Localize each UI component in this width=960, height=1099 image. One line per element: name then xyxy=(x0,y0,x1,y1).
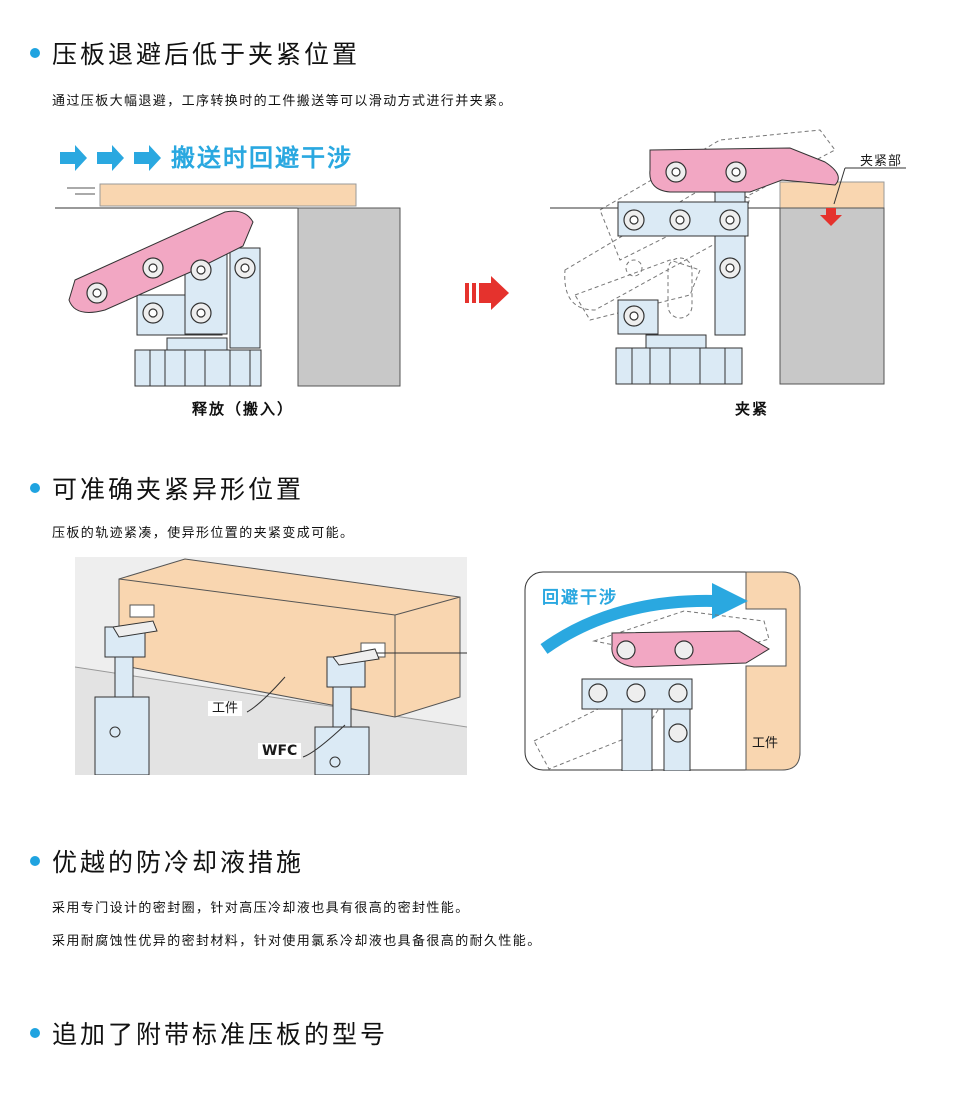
bullet-dot-icon xyxy=(30,1028,40,1038)
irregular-workpiece-drawing xyxy=(75,557,467,775)
clamp-unit-left xyxy=(94,620,158,775)
carry-banner-text: 搬送时回避干涉 xyxy=(171,144,353,172)
detail-callout xyxy=(524,571,801,771)
workpiece-label-text: 工件 xyxy=(208,701,243,716)
section-heading: 优越的防冷却液措施 xyxy=(30,843,304,879)
clamp-diagram xyxy=(550,120,910,390)
heading-text: 优越的防冷却液措施 xyxy=(52,848,305,877)
workpiece-label: 工件 xyxy=(208,697,243,716)
model-label-text: WFC xyxy=(258,743,302,759)
pivot-pins-icon xyxy=(86,257,256,324)
transition-arrow-icon xyxy=(465,276,510,310)
heading-text: 压板退避后低于夹紧位置 xyxy=(52,40,361,69)
avoid-arc-arrow-icon xyxy=(540,594,715,654)
model-label: WFC xyxy=(258,740,302,759)
pivot-pins-icon xyxy=(588,640,694,743)
release-caption: 释放（搬入） xyxy=(192,400,295,418)
clamp-body xyxy=(134,247,262,387)
heading-text: 追加了附带标准压板的型号 xyxy=(52,1020,389,1049)
bullet-dot-icon xyxy=(30,48,40,58)
clamp-point-label-text: 夹紧部 xyxy=(860,154,903,169)
machine-base xyxy=(297,207,401,387)
section-heading: 压板退避后低于夹紧位置 xyxy=(30,35,360,71)
clamp-force-arrow-icon xyxy=(820,208,842,226)
section-heading: 追加了附带标准压板的型号 xyxy=(30,1015,388,1051)
section-paragraph: 采用耐腐蚀性优异的密封材料，针对使用氯系冷却液也具备很高的耐久性能。 xyxy=(52,934,542,949)
bullet-dot-icon xyxy=(30,483,40,493)
detail-workpiece-label: 工件 xyxy=(752,732,778,751)
section-paragraph: 通过压板大幅退避，工序转换时的工件搬送等可以滑动方式进行并夹紧。 xyxy=(52,94,513,109)
carry-direction-arrows-icon xyxy=(60,145,161,171)
clamp-point-label: 夹紧部 xyxy=(860,150,902,169)
clamp-unit-right xyxy=(314,648,380,775)
section-heading: 可准确夹紧异形位置 xyxy=(30,470,304,506)
detail-workpiece-label-text: 工件 xyxy=(752,736,779,751)
section-paragraph: 采用专门设计的密封圈，针对高压冷却液也具有很高的密封性能。 xyxy=(52,901,470,916)
machine-base xyxy=(779,207,885,385)
clamp-caption: 夹紧 xyxy=(735,400,770,418)
bullet-dot-icon xyxy=(30,856,40,866)
section-paragraph: 压板的轨迹紧凑，使异形位置的夹紧变成可能。 xyxy=(52,526,355,541)
detail-banner: 回避干涉 xyxy=(542,583,618,608)
pivot-pins-icon xyxy=(623,161,747,327)
release-diagram: 搬送时回避干涉 xyxy=(55,130,415,390)
detail-banner-text: 回避干涉 xyxy=(542,588,618,608)
workpiece-block xyxy=(779,181,885,209)
workpiece-block xyxy=(99,183,357,207)
heading-text: 可准确夹紧异形位置 xyxy=(52,475,305,504)
